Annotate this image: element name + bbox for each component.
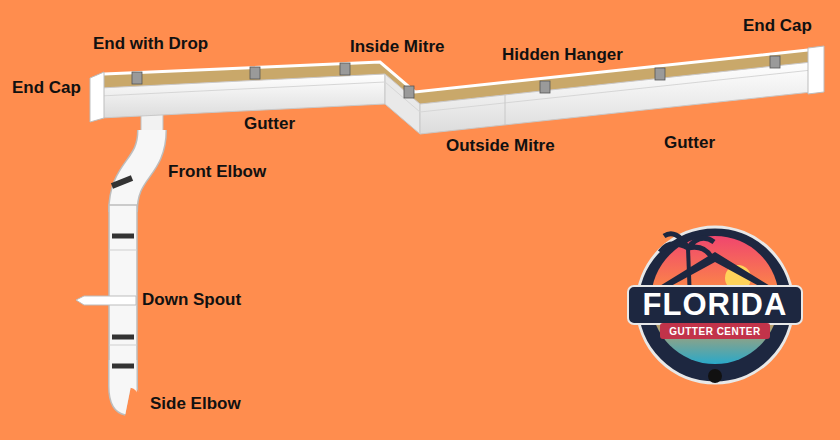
gutter-figure bbox=[90, 46, 824, 134]
part-label: Side Elbow bbox=[150, 394, 241, 414]
part-label: Outside Mitre bbox=[446, 136, 555, 156]
downspout-figure bbox=[76, 108, 163, 401]
part-label: End with Drop bbox=[93, 34, 208, 54]
part-label: End Cap bbox=[743, 16, 812, 36]
part-label: Down Spout bbox=[142, 290, 241, 310]
part-label: Hidden Hanger bbox=[502, 45, 623, 65]
part-label: End Cap bbox=[12, 78, 81, 98]
logo-text: GUTTER CENTER bbox=[669, 325, 761, 338]
part-label: Front Elbow bbox=[168, 162, 266, 182]
part-label: Gutter bbox=[244, 114, 295, 134]
logo-text: FLORIDA bbox=[643, 288, 788, 322]
part-label: Gutter bbox=[664, 133, 715, 153]
part-label: Inside Mitre bbox=[350, 37, 444, 57]
logo-badge bbox=[628, 227, 802, 383]
